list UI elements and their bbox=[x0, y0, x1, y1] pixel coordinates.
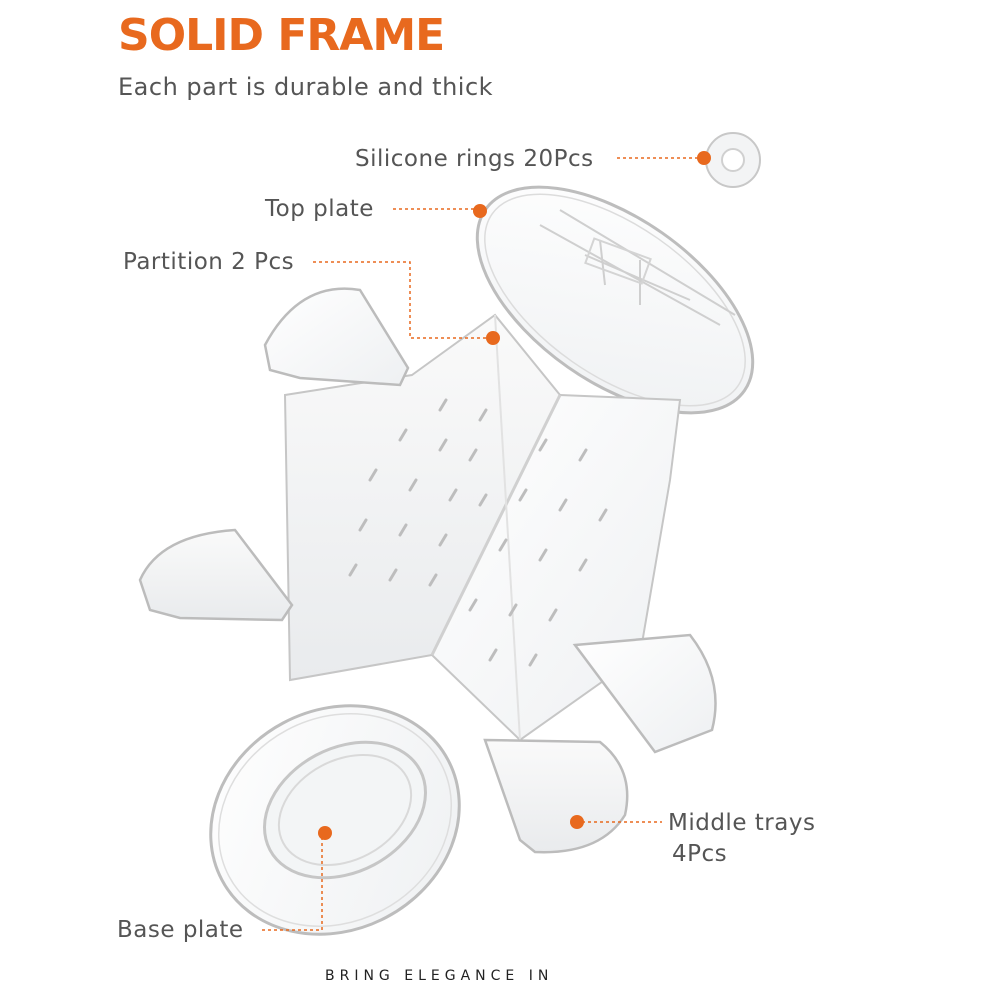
callout-silicone-rings: Silicone rings 20Pcs bbox=[355, 146, 594, 172]
silicone-ring-icon bbox=[705, 132, 761, 188]
orange-dot-icon bbox=[318, 826, 332, 840]
orange-dot-icon bbox=[570, 815, 584, 829]
callout-top-plate: Top plate bbox=[265, 196, 374, 222]
orange-dot-icon bbox=[473, 204, 487, 218]
base-plate-part bbox=[209, 704, 461, 936]
orange-dot-icon bbox=[486, 331, 500, 345]
orange-dot-icon bbox=[697, 151, 711, 165]
callout-base-plate: Base plate bbox=[117, 917, 244, 943]
top-plate-part bbox=[475, 185, 755, 415]
callout-middle-trays-count: 4Pcs bbox=[672, 841, 728, 867]
headline: SOLID FRAME bbox=[118, 10, 445, 61]
leader-lines bbox=[262, 157, 700, 931]
middle-tray-part bbox=[572, 633, 717, 754]
subtitle: Each part is durable and thick bbox=[118, 73, 494, 101]
callout-middle-trays: Middle trays bbox=[668, 810, 816, 836]
callout-partition: Partition 2 Pcs bbox=[123, 249, 295, 275]
middle-tray-part bbox=[263, 287, 410, 387]
middle-tray-part bbox=[483, 738, 629, 854]
middle-tray-part bbox=[138, 528, 294, 622]
footer-tagline: BRING ELEGANCE IN bbox=[325, 968, 554, 984]
